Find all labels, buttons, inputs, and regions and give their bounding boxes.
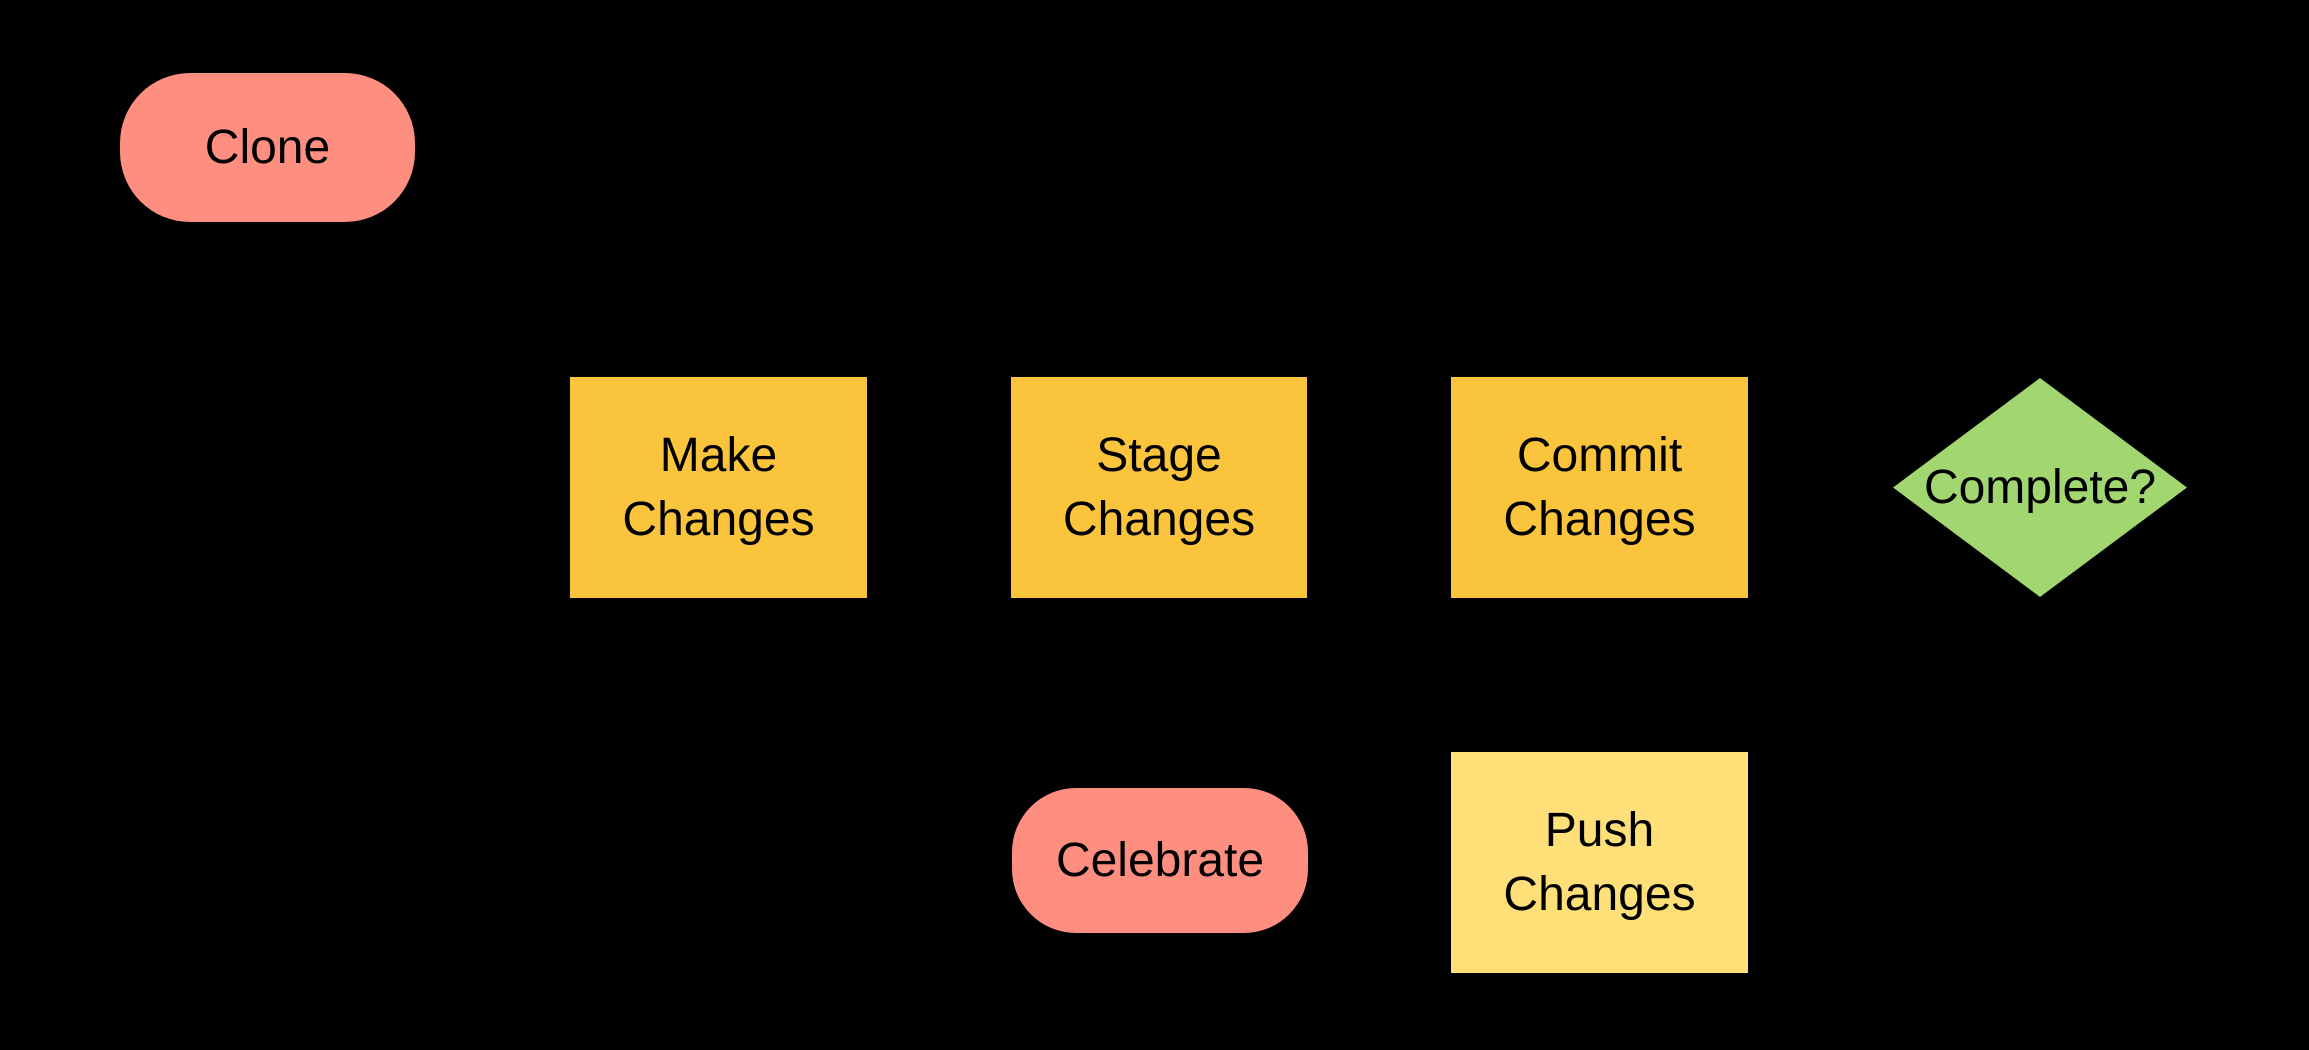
node-stage-changes: Stage Changes <box>1011 377 1307 598</box>
node-make-changes: Make Changes <box>570 377 867 598</box>
node-celebrate: Celebrate <box>1012 788 1308 933</box>
node-stage-changes-label: Stage Changes <box>1062 428 1256 546</box>
node-push-changes: Push Changes <box>1451 752 1748 973</box>
node-clone-label: Clone <box>204 120 331 174</box>
node-celebrate-label: Celebrate <box>1055 833 1265 887</box>
node-commit-changes-label: Commit Changes <box>1503 428 1696 546</box>
node-commit-changes: Commit Changes <box>1451 377 1748 598</box>
node-push-changes-label: Push Changes <box>1503 803 1696 921</box>
node-complete-decision: Complete? <box>1893 378 2187 597</box>
node-clone: Clone <box>120 73 415 222</box>
node-make-changes-label: Make Changes <box>622 428 815 546</box>
node-complete-label: Complete? <box>1923 460 2157 514</box>
